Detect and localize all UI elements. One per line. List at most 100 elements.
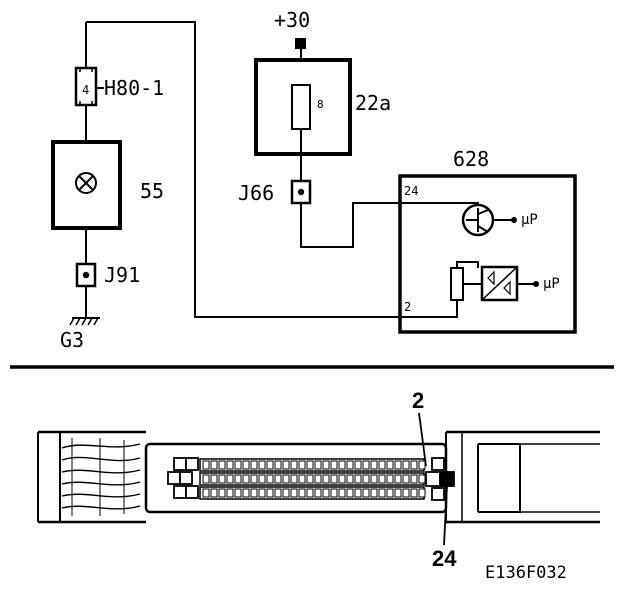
connector-j66: [290, 179, 312, 205]
connector-plug-view: [37, 430, 600, 524]
module-label: 628: [453, 147, 489, 171]
pin-cell: [346, 460, 354, 470]
pin-cell: [226, 474, 234, 484]
pin-cell: [306, 488, 314, 498]
pin-cell: [394, 488, 402, 498]
pin-cell: [226, 460, 234, 470]
pin-cell: [218, 474, 226, 484]
connector-h80: 4: [74, 66, 98, 107]
pin-cell: [362, 460, 370, 470]
pin-cell: [210, 460, 218, 470]
pin-cell: [322, 474, 330, 484]
pin-cell: [402, 474, 410, 484]
pin-cell: [250, 488, 258, 498]
pin-cell: [266, 488, 274, 498]
module-pin-top: 24: [404, 184, 418, 198]
pin-cell: [394, 474, 402, 484]
pin-rows: [199, 458, 426, 500]
pin-cell: [370, 460, 378, 470]
pin-cell: [282, 474, 290, 484]
pin-cell: [418, 474, 426, 484]
lamp-label: 55: [140, 179, 164, 203]
pin-cell: [210, 488, 218, 498]
pin-cell: [266, 474, 274, 484]
pin-cell: [298, 488, 306, 498]
pin-cell: [234, 460, 242, 470]
pin-cell: [370, 488, 378, 498]
pin-cell: [218, 488, 226, 498]
fuse-box-label: 22a: [355, 91, 391, 115]
pin-cell: [290, 460, 298, 470]
pin-cell: [250, 460, 258, 470]
pin-cell: [330, 460, 338, 470]
fuse-box-22a: 8: [254, 58, 352, 156]
pin-cell: [354, 474, 362, 484]
pin-cell: [202, 460, 210, 470]
pin-cell: [370, 474, 378, 484]
lamp-55: [51, 140, 122, 230]
supply-terminal: [295, 38, 306, 49]
pin-cell: [266, 460, 274, 470]
pin-cell: [322, 488, 330, 498]
pin-cell: [274, 474, 282, 484]
pin-cell: [226, 488, 234, 498]
connector-j91: [75, 262, 97, 288]
ground-symbol: [69, 317, 100, 326]
pin-cell: [202, 474, 210, 484]
pin-cell: [386, 474, 394, 484]
connector-j66-label: J66: [238, 181, 274, 205]
ground-label: G3: [60, 328, 84, 352]
pin-cell: [218, 460, 226, 470]
pin-cell: [338, 460, 346, 470]
pin-cell: [402, 460, 410, 470]
pin-cell: [338, 474, 346, 484]
connector-h80-pin: 4: [82, 83, 89, 97]
pin-cell: [378, 474, 386, 484]
pin-cell: [234, 488, 242, 498]
micro-label-1: µP: [521, 212, 538, 228]
pin-cell: [314, 488, 322, 498]
pin-cell: [322, 460, 330, 470]
pin-cell: [274, 460, 282, 470]
pin-cell: [274, 488, 282, 498]
connector-j91-label: J91: [104, 263, 140, 287]
pin-cell: [250, 474, 258, 484]
pin-cell: [258, 460, 266, 470]
pin-cell: [394, 460, 402, 470]
wire-return-to-module-pin2: [86, 21, 400, 318]
pin-cell: [338, 488, 346, 498]
pin-cell: [418, 488, 426, 498]
pin-cell: [282, 460, 290, 470]
pin-cell: [330, 488, 338, 498]
module-pin-bottom: 2: [404, 300, 411, 314]
pin-cell: [410, 488, 418, 498]
pin-cell: [378, 460, 386, 470]
callout-line-pin-2: [418, 412, 427, 467]
pin-cell: [386, 460, 394, 470]
pin-cell: [258, 474, 266, 484]
pin-cell: [354, 460, 362, 470]
pin-cell: [354, 488, 362, 498]
callout-line-pin-24: [443, 485, 448, 546]
pin-cell: [410, 474, 418, 484]
drawing-ref: E136F032: [485, 563, 567, 583]
pin-cell: [258, 488, 266, 498]
pin-cell: [242, 488, 250, 498]
pin-cell: [410, 460, 418, 470]
pin-cell: [298, 460, 306, 470]
pin-cell: [298, 474, 306, 484]
pin-cell: [314, 474, 322, 484]
pin-cell: [402, 488, 410, 498]
pin-cell: [362, 488, 370, 498]
pin-cell: [290, 488, 298, 498]
micro-label-2: µP: [543, 276, 560, 292]
module-628: 24 2: [398, 174, 577, 334]
connector-h80-label: H80-1: [104, 76, 164, 100]
pin-cell: [378, 488, 386, 498]
pin-cell: [346, 488, 354, 498]
pin-cell: [282, 488, 290, 498]
pin-cell: [314, 460, 322, 470]
pin-cell: [386, 488, 394, 498]
